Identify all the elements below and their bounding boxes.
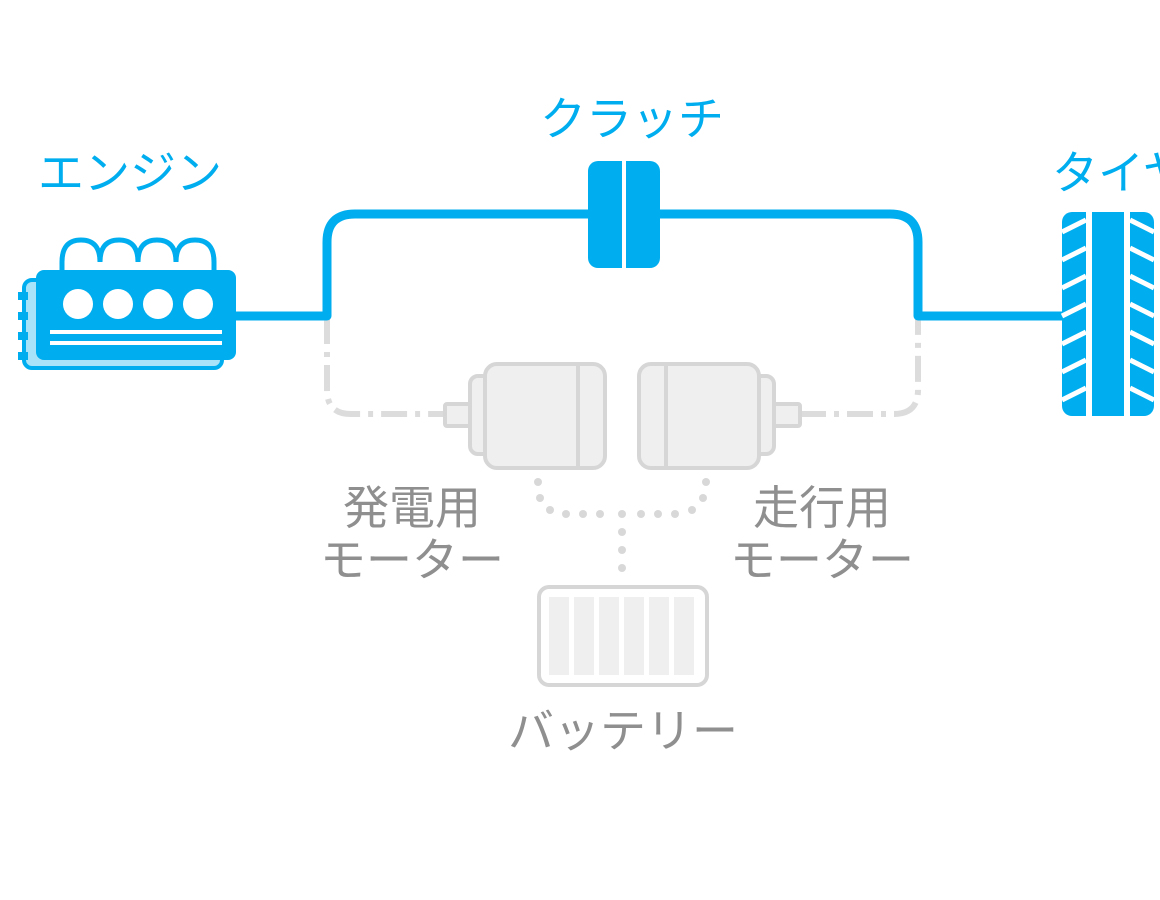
battery-connections	[534, 478, 710, 572]
drive-motor-label: 走行用 モーター	[710, 482, 934, 586]
clutch-icon	[588, 161, 660, 268]
battery-icon	[537, 585, 709, 687]
engine-to-generator-path	[324, 318, 445, 417]
drive-motor-icon	[637, 362, 802, 470]
generator-motor-label-line1: 発電用	[343, 481, 481, 535]
generator-motor-label: 発電用 モーター	[300, 482, 524, 586]
drive-motor-label-line2: モーター	[730, 533, 914, 587]
drive-motor-label-line1: 走行用	[753, 481, 891, 535]
drive-motor-to-tire-path	[800, 318, 921, 417]
engine-icon	[18, 237, 236, 370]
clutch-label: クラッチ	[540, 92, 724, 146]
tire-icon	[1060, 212, 1156, 416]
engine-label: エンジン	[38, 146, 222, 200]
inactive-connections	[324, 318, 921, 417]
generator-motor-label-line2: モーター	[320, 533, 504, 587]
battery-label: バッテリー	[508, 704, 738, 758]
generator-motor-icon	[443, 362, 607, 470]
tire-label: タイヤ	[1052, 146, 1160, 200]
